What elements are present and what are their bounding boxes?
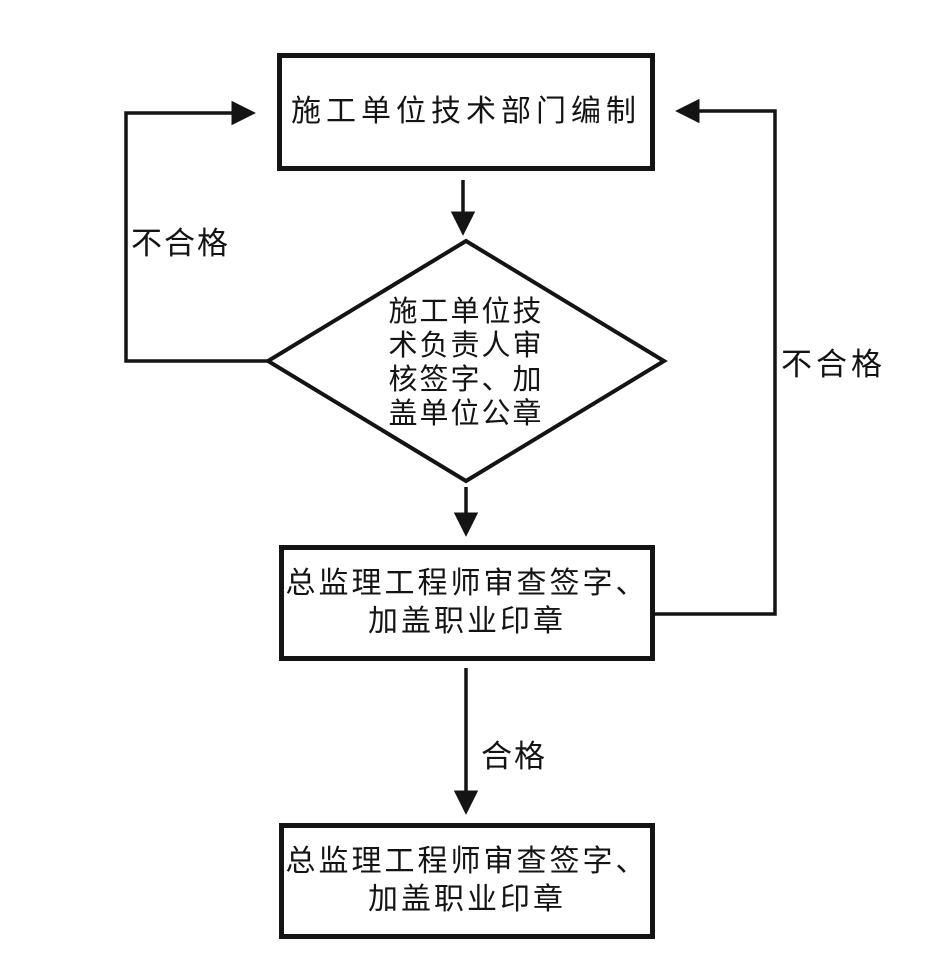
edge-label-fail-right: 不合格 <box>781 347 886 383</box>
decision-diamond-shape <box>264 238 668 484</box>
edge-label-pass: 合格 <box>481 739 547 775</box>
node-chief-box: 总监理工程师审查签字、 加盖职业印章 <box>279 545 655 661</box>
node-final-box: 总监理工程师审查签字、 加盖职业印章 <box>279 823 655 939</box>
diamond-label-line: 施工单位技 <box>388 294 544 328</box>
final-box-label-line: 总监理工程师审查签字、 <box>285 844 649 879</box>
diamond-label-line: 术负责人审 <box>388 328 544 362</box>
edge-review-fail-return-arrow <box>124 100 268 363</box>
chief-box-label-line: 总监理工程师审查签字、 <box>285 566 649 601</box>
diamond-label-line: 核签字、加 <box>388 362 544 396</box>
diamond-label-line: 盖单位公章 <box>388 396 544 430</box>
node-start-box: 施工单位技术部门编制 <box>277 53 655 171</box>
node-review-diamond-label: 施工单位技 术负责人审 核签字、加 盖单位公章 <box>346 294 586 430</box>
final-box-label-line: 加盖职业印章 <box>368 882 566 917</box>
node-start-label: 施工单位技术部门编制 <box>291 94 641 129</box>
chief-box-label-line: 加盖职业印章 <box>368 604 566 639</box>
edge-chief-fail-return-arrow <box>652 98 777 616</box>
edge-label-fail-left: 不合格 <box>131 226 230 262</box>
